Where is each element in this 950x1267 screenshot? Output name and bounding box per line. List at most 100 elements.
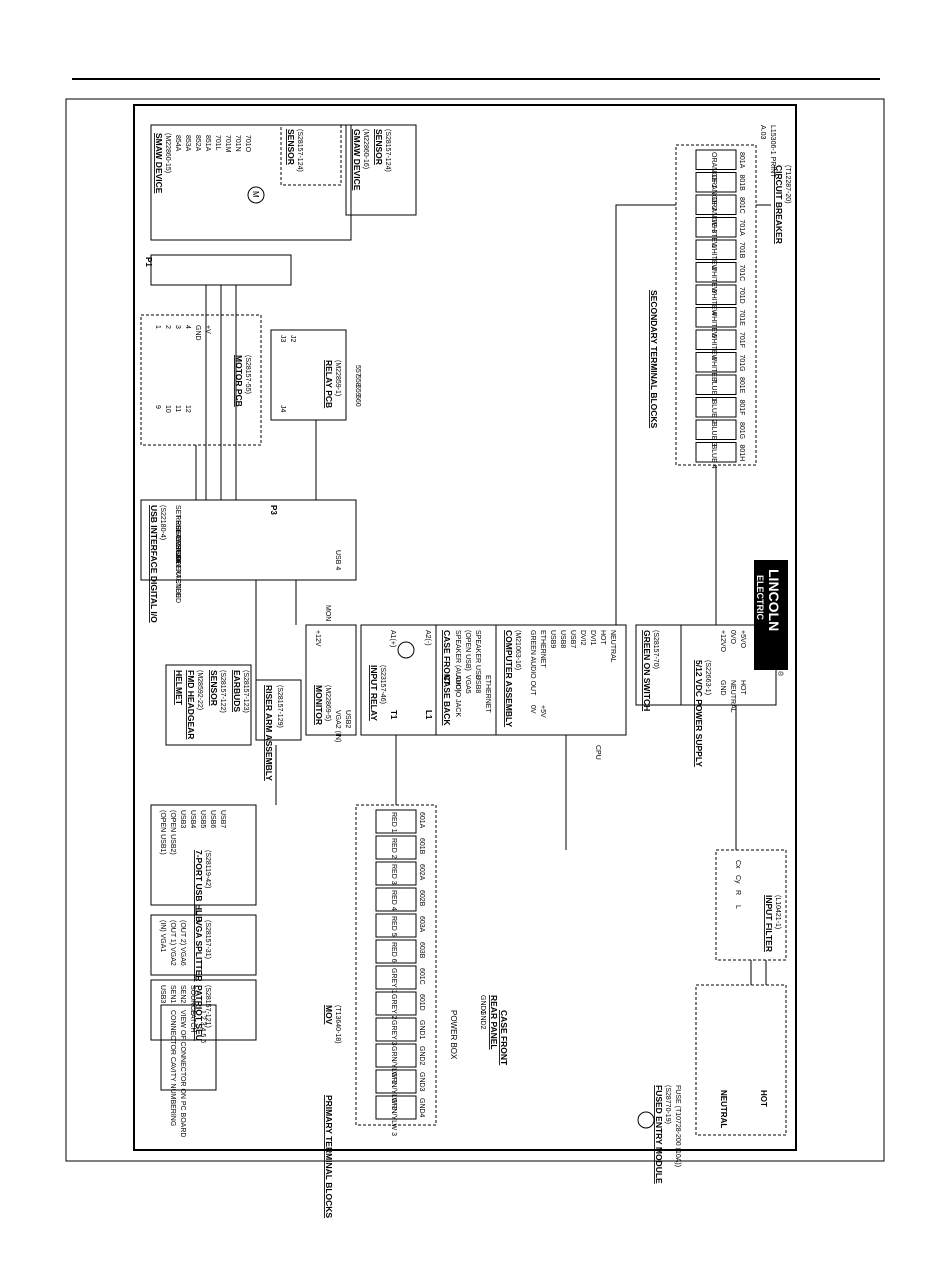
terminal-block (375, 861, 417, 886)
helmet-fmd: FMD HEADGEAR (186, 670, 196, 739)
usb-pin: RESET RELAY (174, 515, 181, 563)
smaw-sensor: SENSOR (S28157-124) (280, 124, 342, 186)
hub-port: (OPEN USB1) (159, 810, 166, 855)
case-back-item: VGA5 (464, 675, 471, 694)
computer-cpu: CPU (594, 745, 601, 760)
terminal-wire-label: 801A (738, 152, 745, 169)
terminal-block-label: BLUE 1 (710, 377, 717, 401)
relay-wire: 560 (354, 395, 361, 407)
terminal-wire-label: 602B (418, 890, 425, 907)
terminal-block-label: GRN/YLW 1 (390, 1046, 397, 1084)
terminal-wire-label: GND2 (418, 1046, 425, 1066)
relay-wire: 558 (354, 375, 361, 387)
smaw-sensor-part: (S28157-124) (296, 129, 303, 172)
vga-port: (OUT 1) VGA2 (169, 920, 176, 966)
patriot-seu: PATRIOT SEU (S28157-121) USB3 SEN1 SEN2 … (150, 979, 257, 1041)
terminal-block-label: ORANGE 3 (710, 197, 717, 233)
smaw-title: SMAW DEVICE (154, 133, 164, 194)
patriot-port: SOURCE (189, 985, 196, 1015)
monitor-power: +12V (314, 630, 321, 647)
vga-port: (OUT 2) VGA6 (179, 920, 186, 966)
rear-panel: REAR PANEL (489, 995, 499, 1050)
filter-part: Cy (734, 875, 741, 884)
mov-part: (T13640-18) (334, 1005, 341, 1044)
motor-symbol (247, 186, 265, 204)
power-box-gnd2: GND2 (479, 1010, 486, 1030)
hub-port: (OPEN USB2) (169, 810, 176, 855)
input-filter-part: (L10421-1) (774, 895, 781, 929)
terminal-block (375, 965, 417, 990)
riser-arm-title: RISER ARM ASSEMBLY (264, 685, 274, 781)
terminal-block (695, 374, 737, 395)
p1-connector (150, 254, 292, 286)
smaw-part: (M22860-15) (164, 133, 171, 173)
usb-interface-usb: USB 4 (334, 550, 341, 570)
terminal-wire-label: 603A (418, 916, 425, 933)
case-back-title: CASE BACK (442, 675, 452, 726)
filter-part: Cx (734, 860, 741, 869)
vga-port: (IN) VGA1 (159, 920, 166, 952)
relay-wire: 557 (354, 365, 361, 377)
terminal-block (695, 239, 737, 260)
terminal-block-label: ORANGE 1 (710, 152, 717, 188)
monitor-mon: MON (324, 605, 331, 621)
gmaw-sensor-part: (S28157-124) (384, 129, 391, 172)
terminal-block-label: RED 4 (390, 890, 397, 911)
input-filter-title: INPUT FILTER (764, 895, 774, 952)
terminal-block-label: BLUE 2 (710, 400, 717, 424)
terminal-block (375, 835, 417, 860)
terminal-wire-label: 801C (738, 197, 745, 214)
motor-pin: 4 (184, 325, 191, 329)
smaw-wire: 701N (234, 135, 241, 152)
motor-pin: 1 (154, 325, 161, 329)
patriot-part: (S28157-121) (204, 985, 211, 1028)
computer-port: USB8 (559, 630, 566, 648)
case-front-title: CASE FRONT (442, 630, 452, 686)
legend-line: CONNECTOR CAVITY NUMBERING (169, 1010, 176, 1126)
terminal-wire-label: GND4 (418, 1098, 425, 1118)
terminal-block-label: WHITE 5 (710, 310, 717, 338)
computer-port: HOT (599, 630, 606, 646)
computer-port: DVI1 (589, 630, 596, 646)
helmet-earbuds-part: (S28157-123) (242, 670, 249, 713)
terminal-block (375, 991, 417, 1016)
relay-pcb-title: RELAY PCB (324, 360, 334, 408)
green-switch-title: GREEN ON SWITCH (642, 630, 652, 711)
circuit-breaker: CIRCUIT BREAKER (T12287-20) (756, 165, 791, 244)
footer-print: L15306-1 PRINT (769, 125, 776, 178)
terminal-block-label: RED 2 (390, 838, 397, 859)
case-back: CASE BACK AUDIO JACK VGA5 USB8 ETHERNET (442, 675, 491, 726)
diagram-content: SMAW DEVICE (M22860-15) 854A 853A 852A 8… (140, 124, 791, 1218)
terminal-wire-label: 701F (738, 332, 745, 348)
smaw-wire: 851A (204, 135, 211, 152)
terminal-block (375, 887, 417, 912)
power-box-label: POWER BOX (449, 1010, 458, 1060)
breaker-part: (T12287-20) (784, 165, 791, 204)
computer-title: COMPUTER ASSEMBLY (504, 630, 514, 727)
motor-pin: 2 (164, 325, 171, 329)
hub-port: USB6 (209, 810, 216, 828)
motor-pcb-pins: 1 2 3 4 GND +V 9 10 11 12 (154, 325, 211, 413)
fused-entry-hot: HOT (759, 1090, 768, 1107)
gmaw-part: (M22860-16) (362, 129, 369, 169)
hub-port: USB4 (189, 810, 196, 828)
terminal-block-label: WHITE 7 (710, 355, 717, 383)
smaw-wire: 701L (214, 135, 221, 151)
green-on-switch: GREEN ON SWITCH (S28157-70) (635, 624, 682, 711)
motor-m: M (251, 191, 260, 198)
terminal-block-label: WHITE 4 (710, 287, 717, 315)
relay-j3: J3 (279, 335, 286, 343)
terminal-wire-label: 701C (738, 265, 745, 282)
wiring-runs (195, 204, 767, 985)
fused-entry-part: (S28770-19) (664, 1085, 671, 1124)
terminal-wire-label: 603B (418, 942, 425, 959)
motor-pin: 12 (184, 405, 191, 413)
terminal-block (695, 397, 737, 418)
relay-wire: 559 (354, 385, 361, 397)
terminal-wire-label: 601B (418, 838, 425, 855)
terminal-block (695, 329, 737, 350)
relay-l1: L1 (424, 710, 433, 720)
helmet-sensor: SENSOR (209, 670, 219, 706)
filter-part: R (734, 890, 741, 895)
